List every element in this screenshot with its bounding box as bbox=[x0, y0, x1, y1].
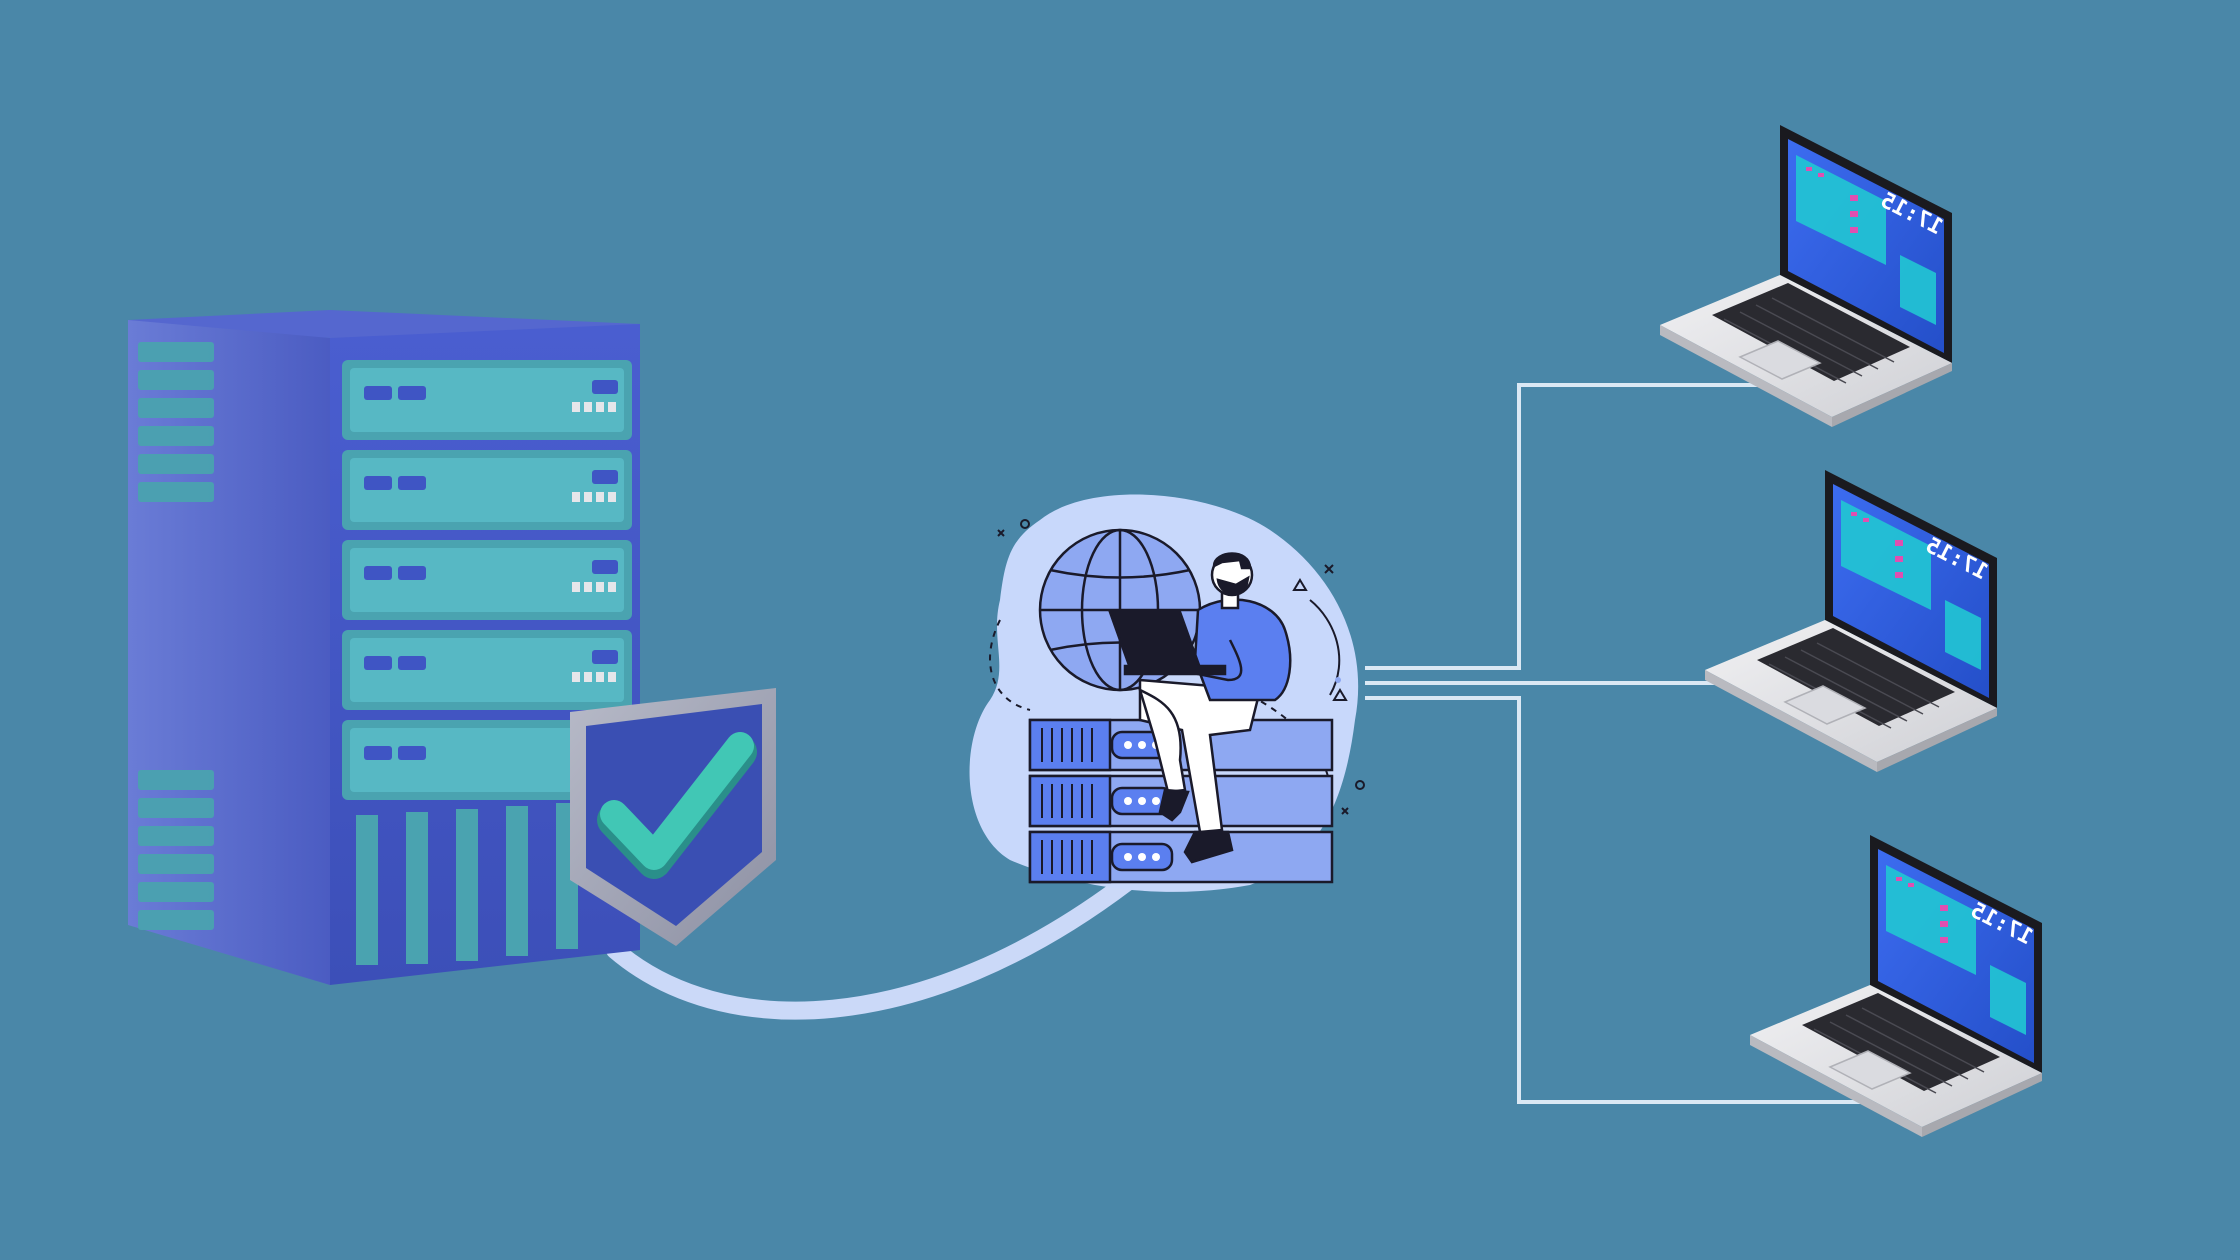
drive-bay bbox=[342, 630, 632, 710]
connector-server-to-hub bbox=[606, 871, 1139, 1020]
laptop-icon: 17:15 bbox=[1705, 470, 1997, 772]
laptop-icon: 17:15 bbox=[1750, 835, 2042, 1137]
hub-server-unit bbox=[1028, 830, 1334, 884]
drive-bay bbox=[342, 720, 592, 800]
wire-to-laptop-3 bbox=[1365, 696, 1860, 1104]
drive-bay bbox=[342, 540, 632, 620]
wire-to-laptop-1 bbox=[1365, 383, 1760, 670]
front-grille bbox=[356, 803, 578, 965]
shield-check-icon bbox=[570, 688, 776, 946]
network-hub-icon bbox=[969, 494, 1365, 892]
client-laptop-2: 17:15 bbox=[1705, 470, 1997, 772]
person-icon bbox=[1108, 552, 1292, 864]
connector-hub-to-laptops bbox=[1365, 383, 1860, 1104]
client-laptop-1: 17:15 bbox=[1660, 125, 1952, 427]
drive-bay bbox=[342, 360, 632, 440]
drive-bays bbox=[342, 360, 632, 800]
client-laptop-3: 17:15 bbox=[1750, 835, 2042, 1137]
laptop-icon: 17:15 bbox=[1660, 125, 1952, 427]
drive-bay bbox=[342, 450, 632, 530]
server-tower-icon bbox=[128, 310, 640, 985]
